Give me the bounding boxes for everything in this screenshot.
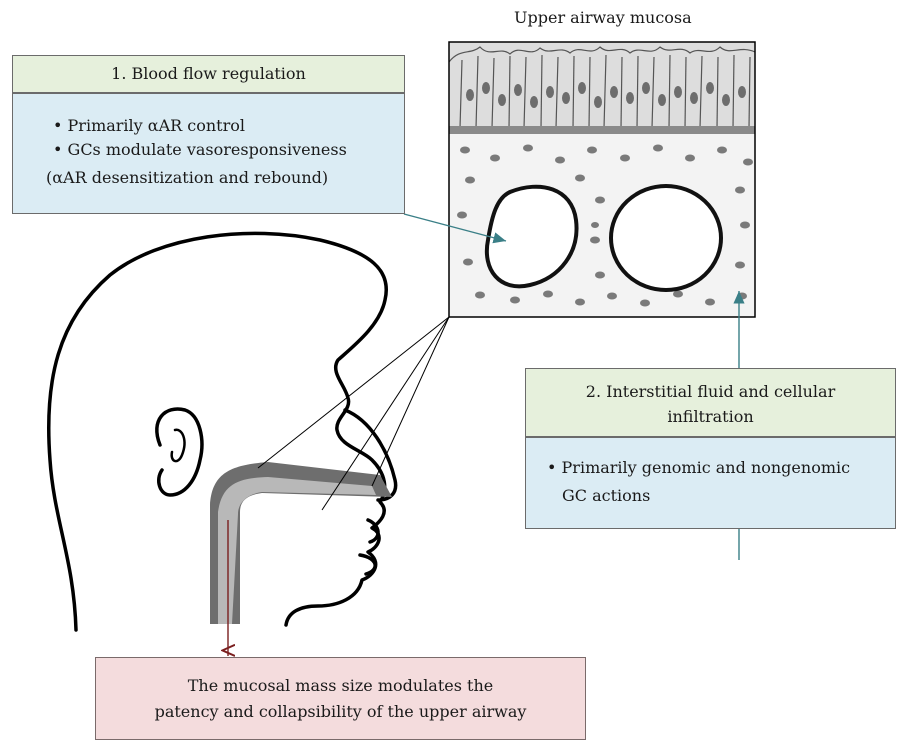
bottom-box: The mucosal mass size modulates the pate… (95, 657, 586, 740)
box1-bullet-2: • GCs modulate vasoresponsiveness (53, 138, 404, 162)
box2-header: 2. Interstitial fluid and cellular infil… (525, 368, 896, 437)
box1-body: • Primarily αAR control • GCs modulate v… (12, 93, 405, 214)
box1-bullet-1-text: Primarily αAR control (68, 116, 245, 135)
blood-vessel-right (611, 186, 721, 290)
bottom-line1: The mucosal mass size modulates the (96, 673, 585, 699)
ear-outline (157, 409, 202, 495)
box1-note: (αAR desensitization and rebound) (46, 166, 404, 190)
epithelium-layer (449, 42, 755, 134)
box2-title-line1: 2. Interstitial fluid and cellular (526, 379, 895, 404)
bottom-line2: patency and collapsibility of the upper … (96, 699, 585, 725)
ear-inner (172, 430, 185, 461)
airway-tube (210, 462, 392, 624)
box2-bullet: • Primarily genomic and nongenomic (547, 454, 895, 482)
mucosa-tissue (449, 42, 755, 317)
box2-bullet-text-2: GC actions (547, 482, 895, 510)
box2-bullet-text-1: Primarily genomic and nongenomic (562, 458, 851, 477)
box1-bullet-1: • Primarily αAR control (53, 114, 404, 138)
box2-title-line2: infiltration (526, 404, 895, 429)
box1-title: 1. Blood flow regulation (111, 64, 306, 83)
mucosa-title: Upper airway mucosa (514, 8, 692, 27)
box1-bullet-2-text: GCs modulate vasoresponsiveness (68, 140, 347, 159)
box1-header: 1. Blood flow regulation (12, 55, 405, 93)
box2-body: • Primarily genomic and nongenomic GC ac… (525, 437, 896, 529)
